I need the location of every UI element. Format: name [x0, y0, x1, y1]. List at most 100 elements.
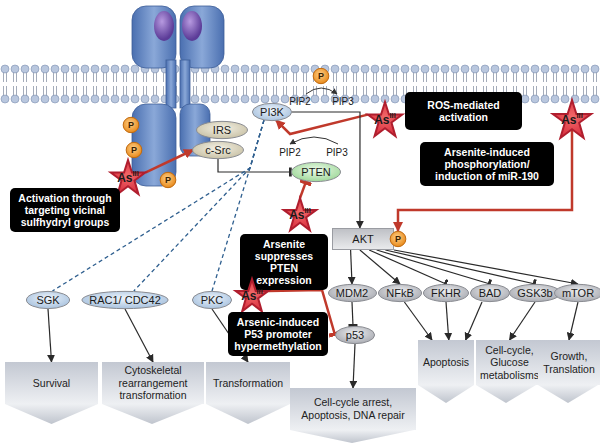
molecule-label: PIP3: [332, 96, 354, 107]
node-label: RAC1/ CDC42: [89, 294, 161, 306]
ellipse-outline: [26, 291, 69, 308]
molecule-label: PIP2: [289, 96, 311, 107]
outcome-box: Growth, Translation: [538, 340, 600, 385]
ellipse-outline: [292, 162, 341, 181]
ellipse-outline: [335, 326, 374, 343]
ellipse-outline: [197, 121, 248, 138]
pathway-arrow: [404, 302, 432, 340]
ellipse-outline: [328, 284, 376, 301]
outcome-box: Cell-cycle, Glucose metabolisms: [476, 340, 543, 385]
protein-ellipse: SGK: [26, 291, 70, 309]
protein-ellipse: NFkB: [378, 284, 422, 302]
arsenic-star: AsIII: [367, 102, 403, 138]
pathway-arrow: [218, 159, 291, 172]
pathway-arrow: [351, 250, 352, 284]
pathway-arrow: [145, 150, 193, 173]
pathway-arrow: [353, 344, 355, 388]
node-label: P: [128, 120, 134, 130]
outcome-box: Cell-cycle arrest, Apoptosis, DNA repair: [290, 388, 416, 430]
pathway-arrow: [394, 250, 578, 284]
outcome-box: Apoptosis: [418, 340, 474, 385]
protein-ellipse: IRS: [196, 121, 248, 139]
callout-box: Arsenic-induced P53 promoter hypermethyl…: [228, 312, 328, 356]
protein-ellipse: c-Src: [192, 141, 244, 159]
node-label: FKHR: [431, 287, 461, 299]
pathway-arrow: [300, 182, 306, 198]
node-label: Apoptosis: [423, 356, 469, 369]
phosphate-circle: P: [160, 172, 176, 188]
ellipse-outline: [510, 284, 561, 301]
protein-ellipse: PTEN: [291, 162, 341, 182]
protein-ellipse: PI3K: [252, 103, 292, 121]
ellipse-outline: [390, 231, 406, 246]
pathway-arrow: [398, 129, 572, 231]
node-label: As: [117, 171, 132, 185]
outcome-box: Cytoskeletal rearrangement transformatio…: [102, 362, 204, 404]
arsenic-star: AsIII: [235, 279, 269, 313]
node-label: As: [374, 113, 389, 127]
node-label: BAD: [479, 287, 502, 299]
node-label: P: [318, 71, 324, 81]
callout-box: ROS-mediated activation: [405, 92, 522, 130]
ellipse-outline: [554, 284, 600, 301]
node-label: PTEN: [301, 166, 330, 178]
protein-ellipse: RAC1/ CDC42: [81, 291, 169, 309]
pathway-arrow: [569, 302, 578, 340]
pathway-arrow: [385, 250, 535, 284]
node-label: Cell-cycle, Glucose metabolisms: [479, 344, 540, 382]
node-label: Arsenite suppresses PTEN expression: [245, 238, 323, 286]
node-label: P: [395, 234, 401, 244]
protein-ellipse: MDM2: [328, 284, 377, 302]
cycle-arrow: [306, 88, 337, 94]
ellipse-outline: [160, 172, 176, 187]
ellipse-outline: [252, 103, 291, 120]
ligand-oval: [182, 11, 202, 41]
star-outline: [553, 100, 591, 138]
star-outline: [284, 198, 317, 230]
callout-box: Arsenite-induced phosphorylation/ induct…: [420, 142, 554, 186]
node-label: III: [577, 111, 583, 120]
node-label: mTOR: [562, 287, 594, 299]
pathway-arrow: [276, 115, 368, 134]
protein-ellipse: GSK3b: [509, 284, 561, 302]
phosphate-circle: P: [123, 117, 139, 133]
protein-ellipse: FKHR: [423, 284, 469, 302]
node-label: p53: [346, 329, 364, 341]
star-outline: [368, 102, 403, 136]
node-label: ROS-mediated activation: [410, 99, 517, 123]
pathway-arrow: [466, 302, 482, 340]
node-label: MDM2: [336, 287, 368, 299]
pathway-arrow: [446, 302, 449, 340]
node-label: GSK3b: [517, 287, 552, 299]
star-outline: [236, 279, 269, 311]
node-label: Arsenite-induced phosphorylation/ induct…: [425, 146, 549, 182]
receptor: [132, 6, 224, 186]
node-label: III: [305, 206, 311, 215]
ellipse-outline: [193, 141, 244, 158]
ellipse-outline: [378, 284, 421, 301]
node-label: P: [131, 145, 137, 155]
node-label: III: [390, 111, 396, 120]
pathway-arrow: [510, 302, 536, 340]
outcome-box: Transformation: [206, 362, 290, 404]
node-label: As: [561, 113, 576, 127]
node-label: AKT: [352, 233, 373, 245]
pathway-arrow: [125, 309, 153, 362]
node-label: Cell-cycle arrest, Apoptosis, DNA repair: [293, 396, 413, 421]
node-label: P: [165, 175, 171, 185]
phosphate-circle: P: [390, 231, 406, 247]
ellipse-outline: [123, 117, 139, 132]
molecule-label: PIP2: [279, 147, 301, 158]
node-label: Activation through targeting vicinal sul…: [15, 192, 115, 228]
outcome-box: Survival: [5, 362, 98, 404]
pathway-arrow: [352, 302, 353, 326]
pathway-arrow: [48, 309, 52, 362]
arsenic-star: AsIII: [283, 198, 317, 232]
protein-ellipse: PKC: [192, 291, 232, 309]
node-label: PKC: [201, 294, 224, 306]
protein-box: AKT: [332, 228, 394, 250]
protein-ellipse: BAD: [470, 284, 510, 302]
ellipse-outline: [126, 142, 142, 157]
phosphate-circle: P: [126, 142, 142, 158]
node-label: SGK: [36, 294, 59, 306]
